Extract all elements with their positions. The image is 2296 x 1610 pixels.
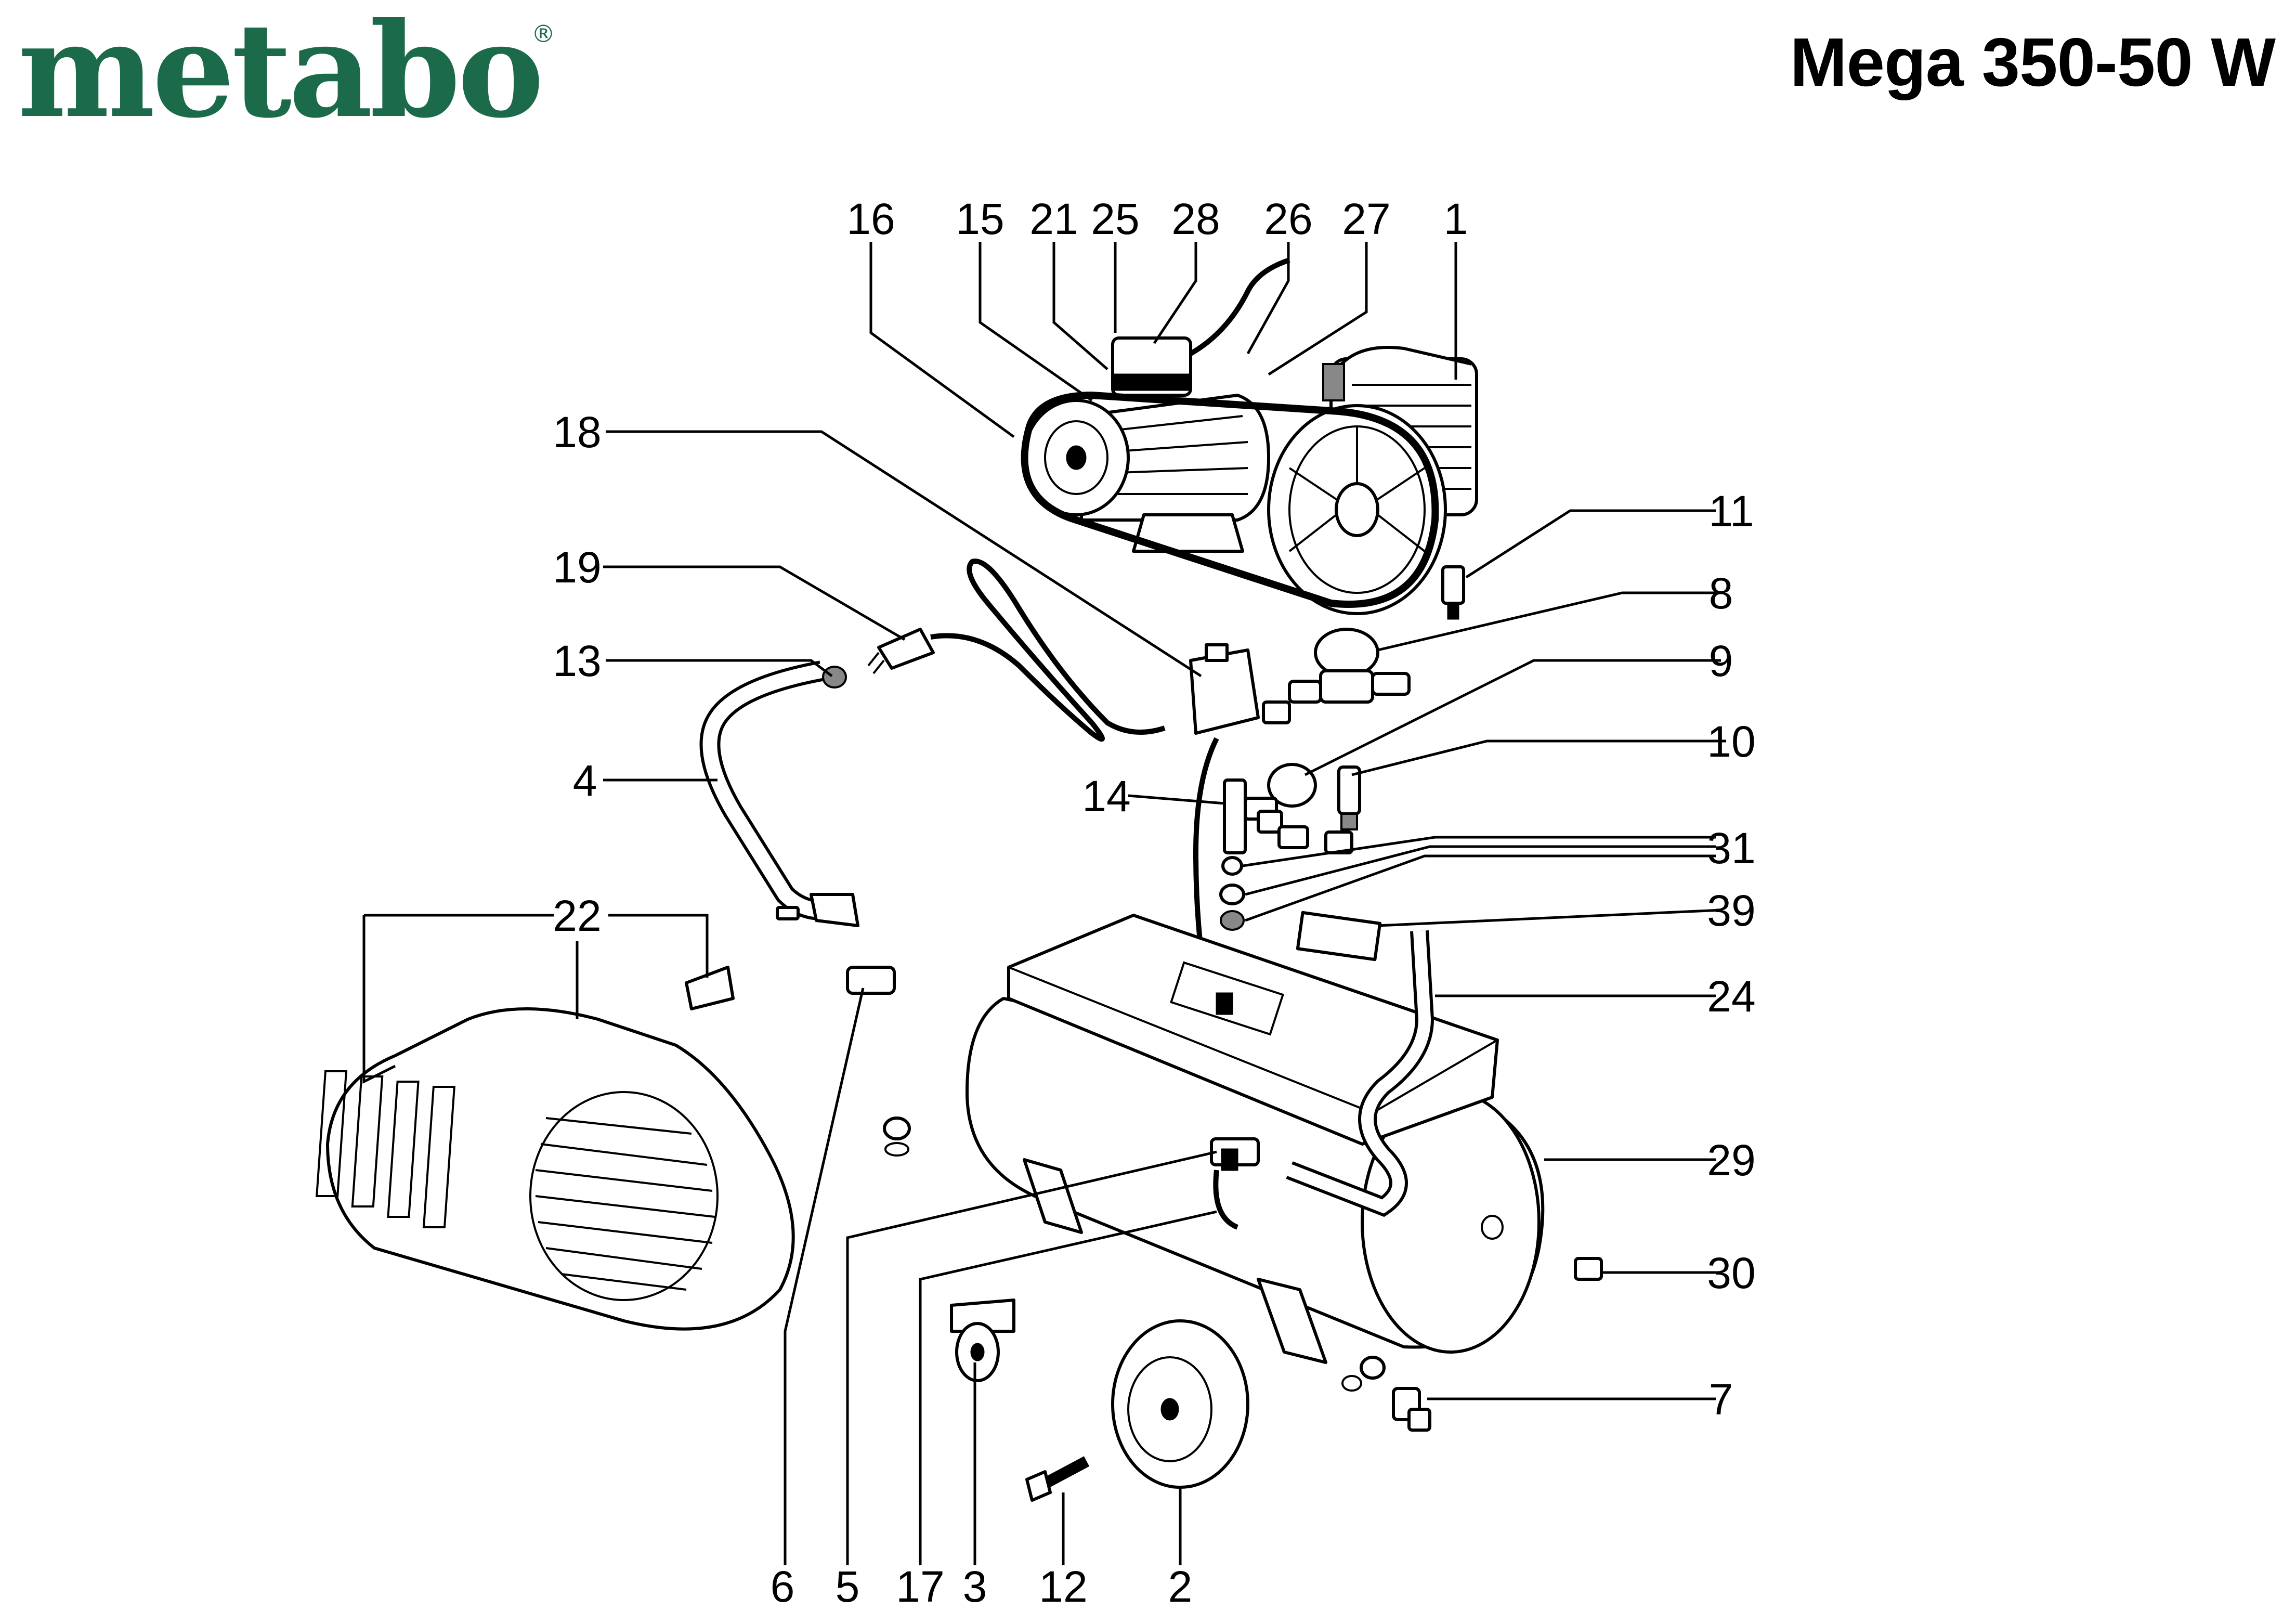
callout-18: 18: [553, 408, 601, 457]
callout-24: 24: [1707, 972, 1755, 1021]
callout-15: 15: [956, 194, 1004, 243]
tank-foot-front: [1023, 1158, 1083, 1234]
registered-mark: ®: [531, 20, 555, 48]
callout-25: 25: [1091, 194, 1139, 243]
callout-12: 12: [1039, 1562, 1087, 1610]
callout-7: 7: [1709, 1375, 1733, 1424]
callout-21: 21: [1029, 194, 1078, 243]
guard-bracket: [685, 966, 735, 1010]
callout-28: 28: [1171, 194, 1220, 243]
non-return-valve: [1441, 565, 1465, 620]
castor-wheel: [950, 1299, 1015, 1382]
flywheel-pulley: [1267, 404, 1447, 615]
nuts-and-washers: [883, 1116, 1386, 1392]
callout-31: 31: [1707, 824, 1755, 873]
carrying-handle: [699, 660, 859, 927]
callout-22: 22: [553, 891, 601, 940]
metabo-logo: metabo: [18, 0, 544, 147]
callout-3: 3: [963, 1562, 987, 1610]
callout-39: 39: [1707, 886, 1755, 935]
callout-26: 26: [1264, 194, 1312, 243]
callout-19: 19: [553, 543, 601, 592]
tank-foot-rear: [1257, 1278, 1327, 1364]
callout-2: 2: [1168, 1562, 1193, 1610]
callout-30: 30: [1707, 1249, 1755, 1297]
wheel: [1111, 1319, 1249, 1489]
drain-tap: [1392, 1387, 1431, 1432]
screw-plug: [1574, 1257, 1603, 1281]
callout-16: 16: [846, 194, 895, 243]
callout-numbers: 16 15 21 25 28 26 27 1 18 11 19 8 13 9 1…: [553, 194, 1755, 1610]
callout-6: 6: [771, 1562, 795, 1610]
callout-29: 29: [1707, 1136, 1755, 1185]
power-cord: [867, 559, 1166, 742]
callout-17: 17: [896, 1562, 944, 1610]
callout-9: 9: [1709, 637, 1733, 685]
pressure-gauge-assembly: [1288, 628, 1411, 704]
callout-11: 11: [1708, 487, 1754, 536]
callout-5: 5: [836, 1562, 860, 1610]
callout-14: 14: [1082, 772, 1130, 821]
drain-hose: [1213, 1170, 1239, 1230]
callout-1: 1: [1444, 194, 1468, 243]
callout-27: 27: [1342, 194, 1390, 243]
axle-bolt: [1025, 1456, 1090, 1502]
drain-fitting: [846, 966, 896, 995]
callout-4: 4: [573, 756, 597, 805]
model-title: Mega 350-50 W: [1790, 24, 2276, 100]
pressure-switch: [1189, 643, 1291, 735]
callout-8: 8: [1709, 569, 1733, 618]
label-plate: [1296, 911, 1382, 962]
safety-valve: [1337, 765, 1361, 830]
callout-10: 10: [1707, 717, 1755, 766]
valve-cap: [1267, 763, 1317, 808]
belt-guard: [316, 1007, 795, 1331]
seal-rings: [1219, 856, 1245, 931]
ball-valve: [1210, 1137, 1260, 1171]
t-connector: [1223, 778, 1353, 854]
callout-13: 13: [553, 637, 601, 685]
leader-lines: [362, 242, 1726, 1565]
